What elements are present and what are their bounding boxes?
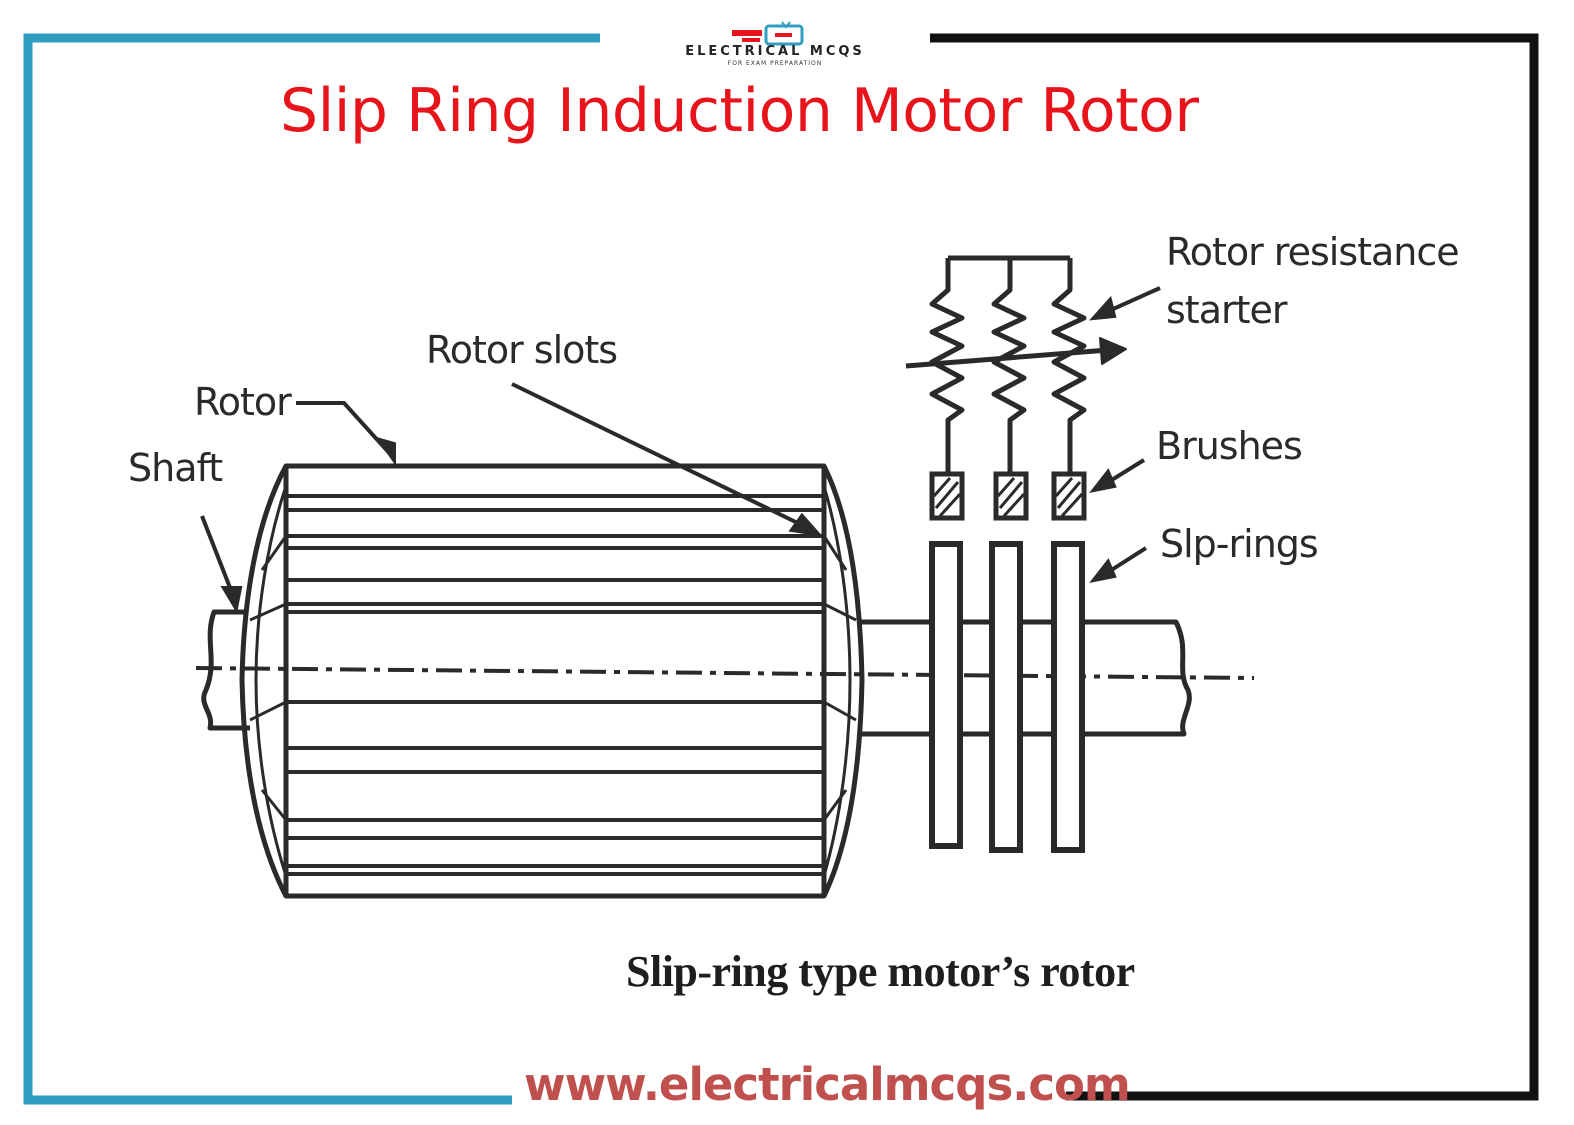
- figure-caption: Slip-ring type motor’s rotor: [626, 947, 1135, 996]
- slip-rings: [929, 541, 1085, 853]
- rotor-resistance-starter: [905, 255, 1127, 474]
- logo-tagline: FOR EXAM PREPARATION: [727, 60, 823, 67]
- label-starter: starter: [1166, 288, 1288, 332]
- label-shaft: Shaft: [128, 446, 223, 490]
- label-rotor-resistance: Rotor resistance: [1166, 230, 1460, 274]
- shaft-right: [858, 619, 1192, 737]
- leader-arrows: [200, 286, 1161, 614]
- border-frame: [23, 33, 1539, 1105]
- page-title: Slip Ring Induction Motor Rotor: [280, 76, 1199, 146]
- logo-name: ELECTRICAL MCQS: [685, 44, 865, 59]
- label-rotor: Rotor: [194, 380, 292, 424]
- label-slip-rings: Slp-rings: [1160, 522, 1319, 566]
- label-rotor-slots: Rotor slots: [426, 328, 618, 372]
- shaft-left: [201, 609, 250, 731]
- rotor-core: [239, 463, 865, 899]
- brushes: [929, 471, 1087, 521]
- logo: ELECTRICAL MCQS FOR EXAM PREPARATION: [640, 20, 910, 70]
- website-url: www.electricalmcqs.com: [524, 1058, 1131, 1111]
- label-brushes: Brushes: [1156, 424, 1303, 468]
- logo-icon: [732, 21, 804, 46]
- rotor-slots: [249, 494, 857, 876]
